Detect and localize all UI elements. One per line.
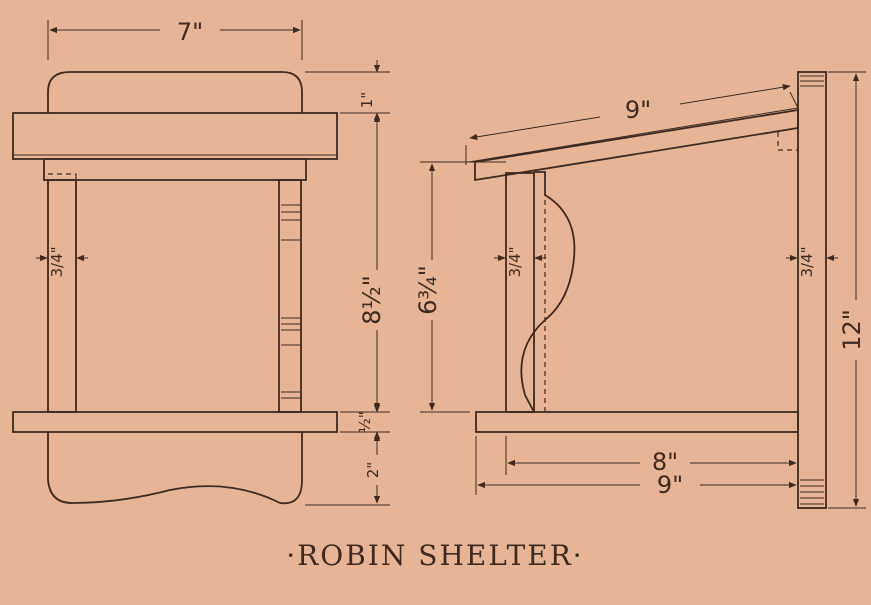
front-top-overhang-label: 1" [358,92,376,108]
side-bracket-curve [520,171,576,413]
side-floor-board [475,411,799,433]
front-right-post-grain [281,204,300,399]
side-inner-height-label: 6¾" [414,265,442,315]
front-view: 7" 1" 8½" ½" 2" 3/4" [12,18,390,506]
side-roof-board [474,108,799,182]
side-back-thickness-label: 3/4" [798,246,816,277]
side-floor-outer-label: 9" [657,471,683,499]
side-front-post-thickness-label: 3/4" [506,246,524,277]
front-roof-board [12,112,338,160]
front-post-thickness-label: 3/4" [48,246,66,277]
side-roof-length-label: 9" [625,96,651,124]
side-back-height-label: 12" [838,309,866,351]
side-front-post [505,172,535,413]
front-left-post [47,179,77,413]
side-floor-inner-label: 8" [652,448,678,476]
front-right-post [278,179,302,413]
drawing-title: ·ROBIN SHELTER· [286,539,583,572]
front-back-board-top [47,71,303,113]
side-view: 9" 6¾" 3/4" 3/4" 12" 8" 9" [414,71,866,509]
front-back-board-bottom [47,432,303,505]
side-back-board-grain [800,75,824,505]
front-height-label: 8½" [358,275,386,325]
front-width-label: 7" [177,18,203,46]
front-floor-thickness-label: ½" [356,411,374,432]
side-back-board [797,71,827,509]
front-bottom-extension-label: 2" [364,462,382,478]
front-floor-board [12,411,338,433]
front-header [43,158,307,181]
